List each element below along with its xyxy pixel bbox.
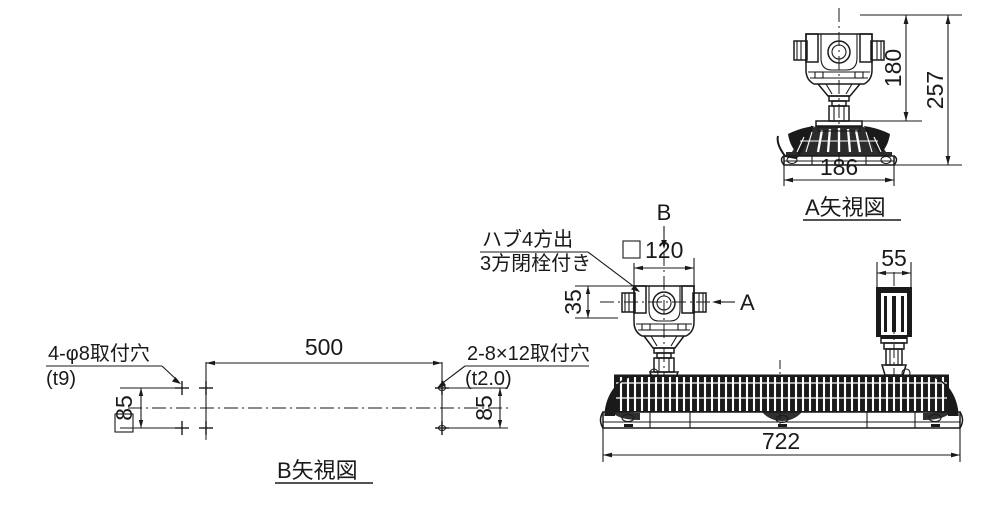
hub-note-line1: ハブ4方出 xyxy=(482,227,573,251)
b-view-label: B矢視図 xyxy=(277,458,358,483)
square-symbol-120 xyxy=(622,240,641,259)
a-view-dim-186-text: 186 xyxy=(820,154,858,180)
front-view-dim-722-text: 722 xyxy=(762,428,800,454)
b-view-right-note-line2: (t2.0) xyxy=(465,368,512,390)
b-view-right-note-line1: 2-8×12取付穴 xyxy=(467,342,590,365)
b-view-dim-85-right: 85 xyxy=(442,387,508,429)
b-view-group: 4-φ8取付穴 (t9) 2-8×12取付穴 (t2.0) 500 xyxy=(46,334,590,484)
a-view-label-group: A矢視図 xyxy=(803,195,901,221)
a-view-junction-box xyxy=(793,33,885,122)
front-view-dim-722: 722 xyxy=(602,428,961,462)
a-view-group: 186 180 257 A矢視図 xyxy=(776,8,962,221)
b-view-label-group: B矢視図 xyxy=(275,458,373,484)
a-view-dim-257: 257 xyxy=(894,14,962,166)
a-view-dim-257-text: 257 xyxy=(922,71,948,109)
b-view-left-note: 4-φ8取付穴 (t9) xyxy=(46,342,181,390)
hub-note-line2: 3方閉栓付き xyxy=(480,252,591,275)
b-view-dim-500-text: 500 xyxy=(305,334,343,360)
front-view-dim-120: 120 xyxy=(622,237,695,286)
arrow-b-label: B xyxy=(657,200,672,225)
front-view-dim-55: 55 xyxy=(876,245,912,288)
fin-gaps xyxy=(619,377,945,411)
front-view-arrow-a: A xyxy=(712,290,755,315)
front-view-luminaire-body xyxy=(599,360,964,429)
front-view-dim-35-text: 35 xyxy=(560,289,586,315)
a-view-dim-180-text: 180 xyxy=(880,49,906,87)
a-view-dim-180: 180 xyxy=(860,14,922,122)
a-view-luminaire-body xyxy=(776,120,898,166)
b-view-dim-500: 500 xyxy=(205,334,443,434)
front-view-dim-35: 35 xyxy=(560,285,634,319)
front-view-dim-55-text: 55 xyxy=(881,245,907,271)
b-view-right-note: 2-8×12取付穴 (t2.0) xyxy=(437,342,590,390)
a-view-dim-186: 186 xyxy=(783,154,895,186)
b-view-dim-85-left: 85 xyxy=(111,387,182,433)
b-view-left-note-line1: 4-φ8取付穴 xyxy=(48,342,150,365)
front-view-group: B ハブ4方出 3方閉栓付き 120 xyxy=(480,200,964,462)
a-view-label: A矢視図 xyxy=(805,195,886,220)
b-view-left-note-line2: (t9) xyxy=(46,368,76,390)
arrow-a-label: A xyxy=(740,290,755,315)
b-view-dim-85-right-text: 85 xyxy=(471,395,497,421)
front-view-right-post: 55 xyxy=(876,245,912,400)
front-view-arrow-b: B xyxy=(657,200,672,249)
front-view-hub-note: ハブ4方出 3方閉栓付き xyxy=(480,227,640,292)
square-symbol-85 xyxy=(114,413,134,433)
